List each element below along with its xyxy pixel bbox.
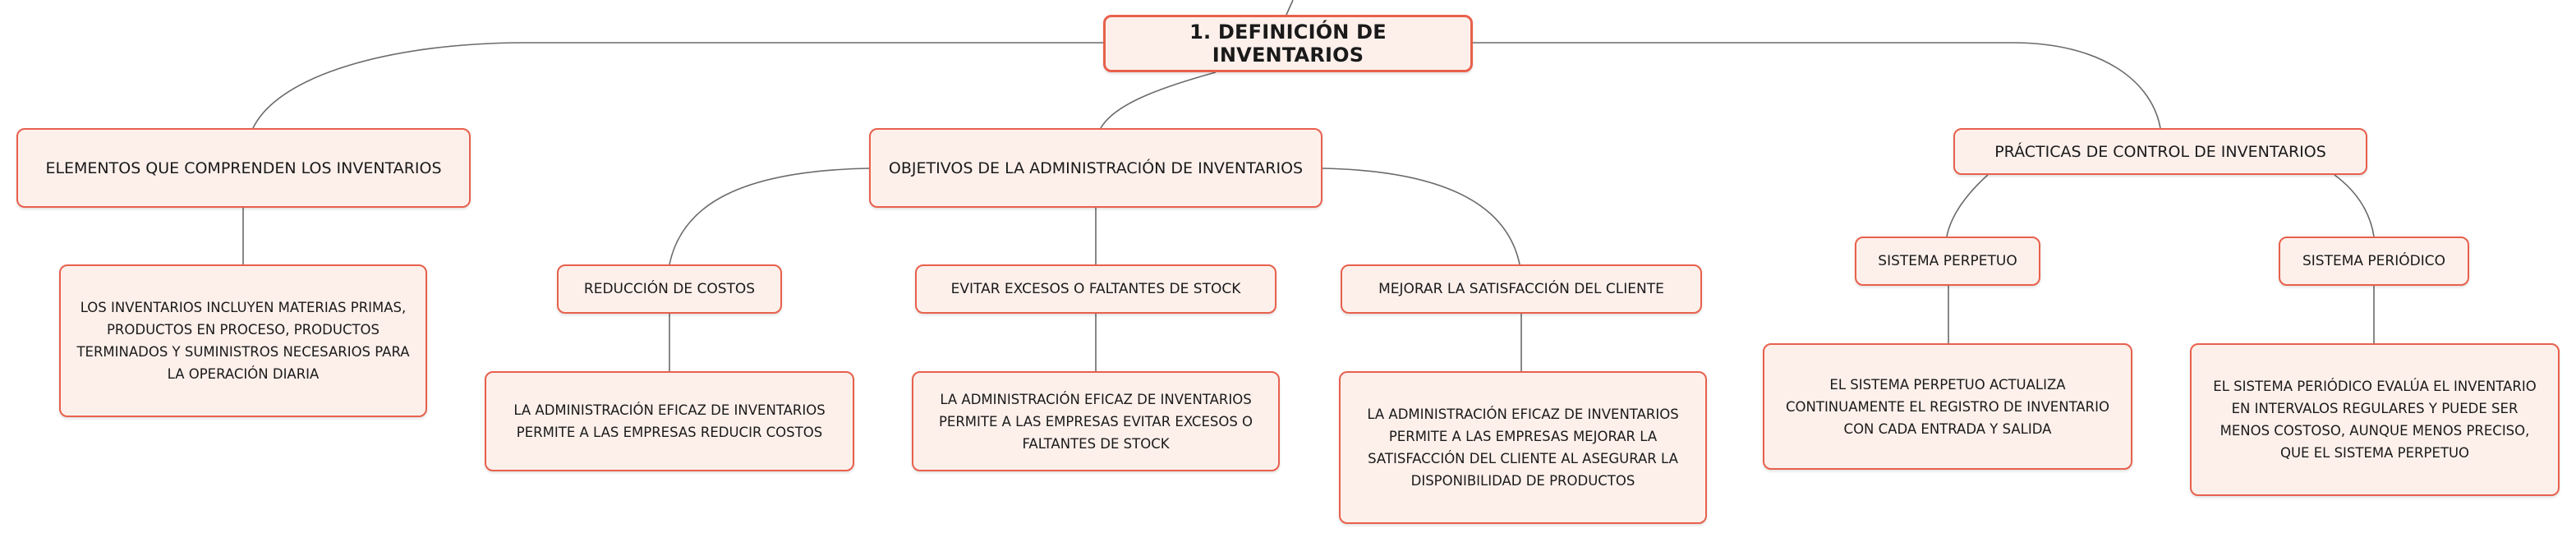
detail-elementos[interactable]: LOS INVENTARIOS INCLUYEN MATERIAS PRIMAS… — [59, 264, 427, 417]
detail-reduccion-costos[interactable]: LA ADMINISTRACIÓN EFICAZ DE INVENTARIOS … — [485, 371, 854, 471]
subtopic-mejorar-satisfaccion-label: MEJORAR LA SATISFACCIÓN DEL CLIENTE — [1378, 281, 1664, 297]
detail-evitar-excesos[interactable]: LA ADMINISTRACIÓN EFICAZ DE INVENTARIOS … — [912, 371, 1280, 471]
connector-root-practicas — [1473, 42, 2161, 129]
detail-sistema-periodico[interactable]: EL SISTEMA PERIÓDICO EVALÚA EL INVENTARI… — [2190, 343, 2560, 496]
subtopic-sistema-perpetuo-label: SISTEMA PERPETUO — [1878, 253, 2017, 269]
subtopic-sistema-perpetuo[interactable]: SISTEMA PERPETUO — [1855, 237, 2040, 286]
topic-objetivos[interactable]: OBJETIVOS DE LA ADMINISTRACIÓN DE INVENT… — [869, 128, 1322, 208]
connector-root-elementos — [252, 42, 1103, 129]
detail-evitar-excesos-text: LA ADMINISTRACIÓN EFICAZ DE INVENTARIOS … — [938, 391, 1254, 452]
topic-elementos-label: ELEMENTOS QUE COMPRENDEN LOS INVENTARIOS — [45, 158, 442, 177]
subtopic-evitar-excesos[interactable]: EVITAR EXCESOS O FALTANTES DE STOCK — [915, 264, 1276, 314]
connector-objetivos-mejorar — [1322, 168, 1520, 265]
connector-root-objetivos — [1100, 71, 1217, 129]
subtopic-mejorar-satisfaccion[interactable]: MEJORAR LA SATISFACCIÓN DEL CLIENTE — [1341, 264, 1702, 314]
topic-objetivos-label: OBJETIVOS DE LA ADMINISTRACIÓN DE INVENT… — [888, 158, 1304, 177]
detail-sistema-perpetuo-text: EL SISTEMA PERPETUO ACTUALIZA CONTINUAME… — [1786, 376, 2109, 437]
topic-practicas[interactable]: PRÁCTICAS DE CONTROL DE INVENTARIOS — [1953, 128, 2367, 175]
subtopic-sistema-periodico[interactable]: SISTEMA PERIÓDICO — [2279, 237, 2469, 286]
detail-elementos-text: LOS INVENTARIOS INCLUYEN MATERIAS PRIMAS… — [76, 300, 410, 382]
subtopic-reduccion-costos[interactable]: REDUCCIÓN DE COSTOS — [557, 264, 782, 314]
root-topic[interactable]: 1. DEFINICIÓN DE INVENTARIOS — [1103, 15, 1473, 72]
topic-elementos[interactable]: ELEMENTOS QUE COMPRENDEN LOS INVENTARIOS — [16, 128, 471, 208]
detail-mejorar-satisfaccion-text: LA ADMINISTRACIÓN EFICAZ DE INVENTARIOS … — [1367, 406, 1679, 489]
detail-reduccion-costos-text: LA ADMINISTRACIÓN EFICAZ DE INVENTARIOS … — [513, 402, 826, 440]
connector-practicas-periodico — [2334, 174, 2375, 237]
detail-sistema-perpetuo[interactable]: EL SISTEMA PERPETUO ACTUALIZA CONTINUAME… — [1763, 343, 2132, 470]
detail-sistema-periodico-text: EL SISTEMA PERIÓDICO EVALÚA EL INVENTARI… — [2213, 379, 2537, 461]
connector-objetivos-reduccion — [669, 168, 870, 265]
subtopic-evitar-excesos-label: EVITAR EXCESOS O FALTANTES DE STOCK — [950, 281, 1241, 297]
connector-practicas-perpetuo — [1946, 174, 1989, 237]
root-topic-label: 1. DEFINICIÓN DE INVENTARIOS — [1189, 21, 1387, 67]
subtopic-reduccion-costos-label: REDUCCIÓN DE COSTOS — [583, 281, 756, 297]
connector-root-parent — [1286, 0, 1294, 16]
subtopic-sistema-periodico-label: SISTEMA PERIÓDICO — [2302, 253, 2445, 269]
topic-practicas-label: PRÁCTICAS DE CONTROL DE INVENTARIOS — [1994, 142, 2326, 161]
detail-mejorar-satisfaccion[interactable]: LA ADMINISTRACIÓN EFICAZ DE INVENTARIOS … — [1339, 371, 1707, 524]
